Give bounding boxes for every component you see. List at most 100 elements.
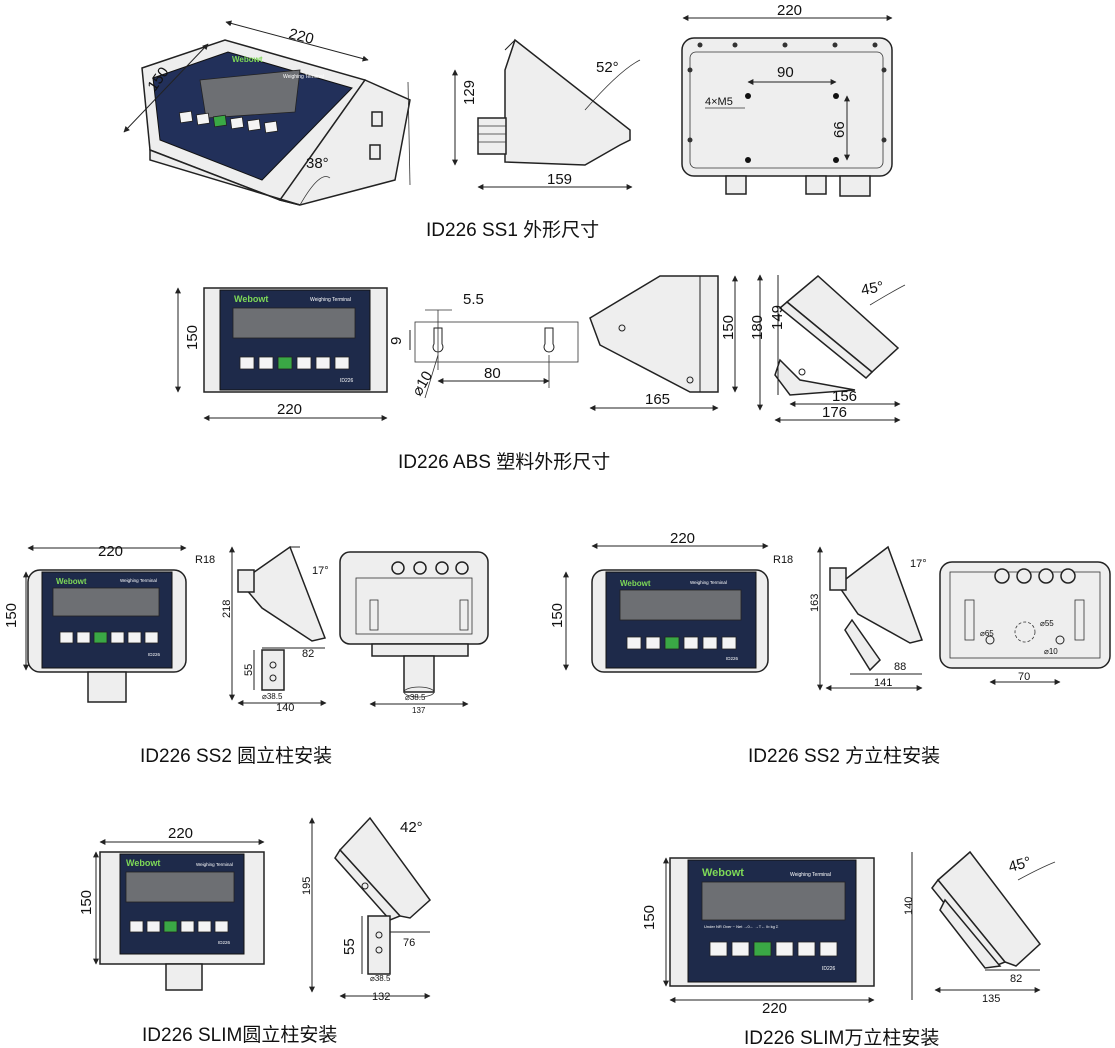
abs-keyhole-width: 5.5	[463, 291, 484, 308]
slim-square-side-height: 140	[903, 897, 915, 915]
slim-round-model: ID226	[218, 940, 231, 945]
ss2-round-front-view: Webowt Weighing Terminal ID226 220 150 R…	[3, 543, 215, 703]
abs-tilt-height: 180	[749, 315, 766, 340]
ss1-back-view: 220 90 66 4×M5	[681, 2, 893, 197]
ss1-angle: 38°	[306, 155, 329, 172]
ss1-side-angle: 52°	[596, 59, 619, 76]
abs-tilt-depth: 156	[832, 388, 857, 405]
slim-square-angle: 45°	[1007, 854, 1033, 876]
ss2-round-back-view: ⌀38.5 137	[339, 551, 489, 715]
ss2-round-radius: R18	[195, 554, 215, 566]
slim-round-front-view: Webowt Weighing Terminal ID226 220 150	[78, 825, 265, 991]
ss1-hole-span: 90	[777, 64, 794, 81]
slim-square-d1: 82	[1010, 973, 1022, 985]
slim-square-logo: Webowt	[702, 867, 744, 879]
ss2-round-bottom: 137	[412, 706, 426, 715]
ss1-screws: 4×M5	[705, 96, 733, 108]
ss2-square-back-view: ⌀65 ⌀55 ⌀10 70	[939, 561, 1111, 685]
abs-keyhole-detail: 5.5 9 ⌀10 80	[388, 291, 579, 399]
abs-tilt-angle: 45°	[860, 278, 885, 299]
ss2-round-logo: Webowt	[56, 577, 87, 586]
ss1-subtitle: Weighing Terminal	[283, 74, 324, 80]
ss2-round-width: 220	[98, 543, 123, 560]
abs-keyhole-height: 9	[388, 337, 405, 345]
slim-round-base-h: 55	[341, 938, 358, 955]
ss2-square-side-view: 163 17° 88 141	[809, 545, 927, 691]
abs-height: 150	[184, 325, 201, 350]
caption-abs: ID226 ABS 塑料外形尺寸	[398, 451, 610, 473]
ss2-square-front-view: Webowt Weighing Terminal ID226 220 150 R…	[549, 530, 793, 673]
slim-round-base-w: 76	[403, 937, 415, 949]
ss1-side-height: 129	[461, 80, 478, 105]
caption-ss1: ID226 SS1 外形尺寸	[426, 219, 599, 241]
ss1-perspective-view: Webowt Weighing Terminal 220 150 38°	[123, 20, 411, 206]
abs-subtitle: Weighing Terminal	[310, 297, 351, 303]
ss2-square-hole3: ⌀10	[1044, 647, 1058, 656]
ss2-round-depth: 82	[302, 648, 314, 660]
ss2-round-base-h: 55	[243, 664, 255, 676]
caption-slim-round: ID226 SLIM圆立柱安装	[142, 1024, 337, 1046]
ss2-square-span: 70	[1018, 671, 1030, 683]
ss2-square-subtitle: Weighing Terminal	[690, 580, 727, 585]
slim-round-pole: ⌀38.5	[370, 974, 391, 983]
ss2-round-pole: ⌀38.5	[262, 692, 283, 701]
ss1-side-width: 159	[547, 171, 572, 188]
ss2-square-d2: 141	[874, 677, 892, 689]
ss2-round-side-view: 218 17° 82 55 ⌀38.5 140	[221, 545, 329, 714]
ss2-square-model: ID226	[726, 656, 739, 661]
ss2-square-width: 220	[670, 530, 695, 547]
slim-round-side-view: 195 42° 55 76 ⌀38.5 132	[301, 816, 432, 1003]
ss2-round-side-height: 218	[221, 600, 233, 618]
slim-square-side-view: 140 45° 82 135	[903, 850, 1056, 1005]
slim-round-side-height: 195	[301, 877, 313, 895]
ss2-square-angle: 17°	[910, 558, 927, 570]
ss1-back-width: 220	[777, 2, 802, 19]
abs-side-view: 165 150	[589, 275, 738, 411]
slim-square-d2: 135	[982, 993, 1000, 1005]
abs-front-view: Webowt Weighing Terminal ID226 150 220	[175, 287, 388, 421]
ss1-logo: Webowt	[232, 55, 263, 64]
abs-tilt-depth2: 176	[822, 404, 847, 421]
caption-ss2-square: ID226 SS2 方立柱安装	[748, 745, 940, 767]
slim-square-height: 150	[641, 905, 658, 930]
ss2-square-radius: R18	[773, 554, 793, 566]
ss2-square-d1: 88	[894, 661, 906, 673]
abs-keyhole-span: 80	[484, 365, 501, 382]
slim-square-subtitle: Weighing Terminal	[790, 872, 831, 878]
abs-logo: Webowt	[234, 294, 268, 304]
slim-round-subtitle: Weighing Terminal	[196, 862, 233, 867]
ss2-round-model: ID226	[148, 652, 161, 657]
slim-square-front-view: Webowt Weighing Terminal Under NR Over ~…	[641, 857, 875, 1017]
slim-round-total: 132	[372, 991, 390, 1003]
ss1-hole-vspan: 66	[831, 121, 848, 138]
ss2-round-pole2: ⌀38.5	[405, 693, 426, 702]
ss2-square-height: 150	[549, 603, 566, 628]
ss2-round-angle: 17°	[312, 565, 329, 577]
caption-slim-square: ID226 SLIM万立柱安装	[744, 1027, 939, 1048]
ss2-round-height: 150	[3, 603, 20, 628]
abs-tilted-view: 180 149 156 176 45°	[749, 274, 906, 423]
slim-square-indicators: Under NR Over ~ Net →0← →T← lb kg Σ	[704, 924, 779, 929]
abs-tilt-height2: 149	[769, 305, 786, 330]
abs-side-height: 150	[720, 315, 737, 340]
abs-side-depth: 165	[645, 391, 670, 408]
slim-square-model: ID226	[822, 966, 836, 972]
abs-keyhole-dia: ⌀10	[409, 368, 437, 399]
slim-round-logo: Webowt	[126, 858, 160, 868]
ss1-width: 220	[287, 25, 315, 48]
ss1-side-view: 129 159 52°	[452, 38, 641, 190]
ss2-round-subtitle: Weighing Terminal	[120, 578, 157, 583]
ss2-square-logo: Webowt	[620, 579, 651, 588]
slim-round-width: 220	[168, 825, 193, 842]
slim-round-angle: 42°	[400, 819, 423, 836]
slim-round-height: 150	[78, 890, 95, 915]
ss2-square-hole1: ⌀65	[980, 629, 994, 638]
abs-width: 220	[277, 401, 302, 418]
ss2-square-hole2: ⌀55	[1040, 619, 1054, 628]
abs-model: ID226	[340, 378, 354, 384]
slim-square-width: 220	[762, 1000, 787, 1017]
ss2-round-total: 140	[276, 702, 294, 714]
ss2-square-side-height: 163	[809, 594, 821, 612]
caption-ss2-round: ID226 SS2 圆立柱安装	[140, 745, 332, 767]
